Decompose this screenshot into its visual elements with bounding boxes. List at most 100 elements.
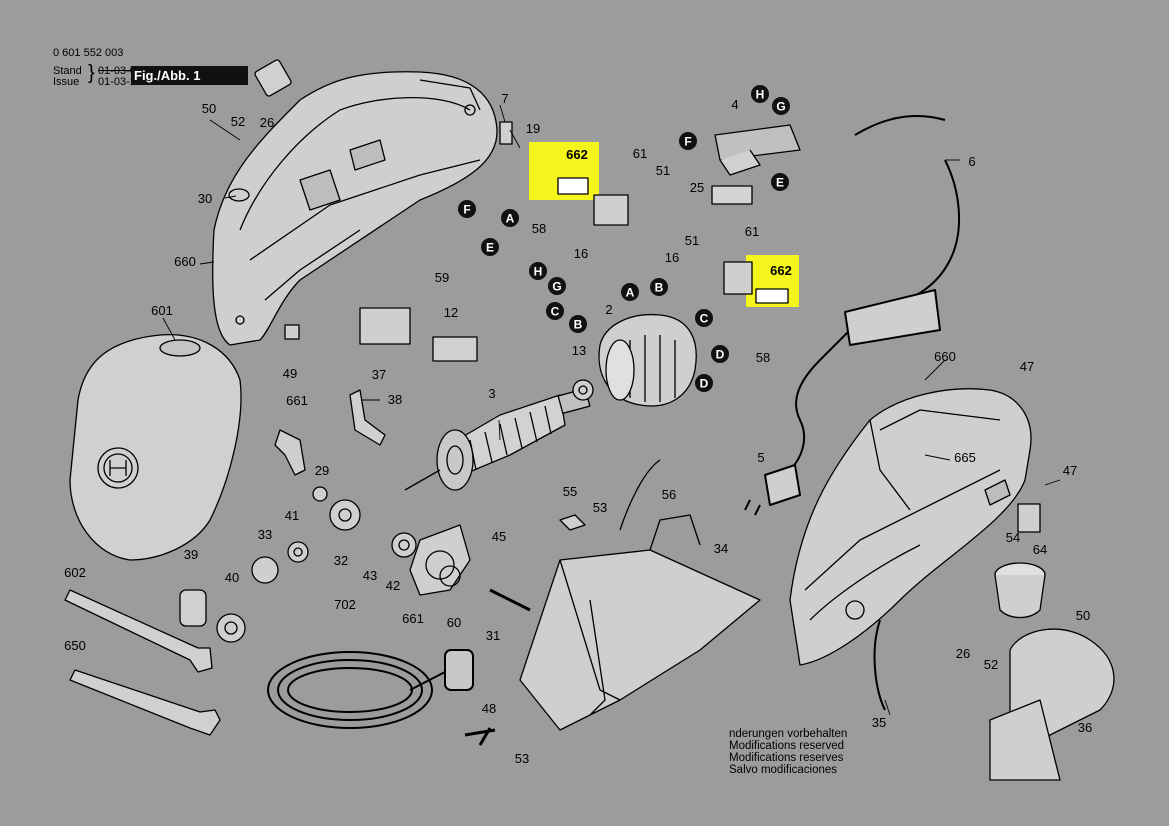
part-number-label: 52 bbox=[984, 657, 998, 672]
power-cable-icon bbox=[744, 114, 960, 516]
part-number-label: 29 bbox=[315, 463, 329, 478]
part-number-label: 52 bbox=[231, 114, 245, 129]
part-number-label: 37 bbox=[372, 367, 386, 382]
part-number-label: 662 bbox=[566, 147, 588, 162]
svg-text:A: A bbox=[626, 286, 635, 300]
svg-text:H: H bbox=[534, 265, 543, 279]
issue-label: Issue bbox=[53, 76, 80, 88]
part-number-label: 49 bbox=[283, 366, 297, 381]
part-number-label: 602 bbox=[64, 565, 86, 580]
part-number-label: 48 bbox=[482, 701, 496, 716]
svg-text:H: H bbox=[756, 88, 765, 102]
callout-letter-a: A bbox=[501, 209, 519, 227]
callout-letter-h: H bbox=[529, 262, 547, 280]
part-number-label: 660 bbox=[934, 349, 956, 364]
part-number-label: 38 bbox=[388, 392, 402, 407]
part-number-label: 40 bbox=[225, 570, 239, 585]
part-number-label: 56 bbox=[662, 487, 676, 502]
part-number-label: 4 bbox=[731, 97, 738, 112]
part-number-label: 32 bbox=[334, 553, 348, 568]
note-line: Modifications reserves bbox=[729, 752, 844, 764]
part-number-label: 16 bbox=[574, 246, 588, 261]
callout-letter-c: C bbox=[695, 309, 713, 327]
svg-text:F: F bbox=[684, 135, 691, 149]
part-number-label: 30 bbox=[198, 191, 212, 206]
brush-icons bbox=[557, 177, 789, 304]
part-number-label: 58 bbox=[756, 350, 770, 365]
part-number-label: 5 bbox=[757, 450, 764, 465]
dust-spout-icon bbox=[989, 628, 1115, 781]
svg-text:A: A bbox=[506, 212, 515, 226]
note-line: Modifications reserved bbox=[729, 740, 845, 752]
callout-letter-g: G bbox=[548, 277, 566, 295]
brace-icon: } bbox=[88, 62, 95, 84]
stator-icon bbox=[598, 313, 697, 407]
part-number-label: 51 bbox=[656, 163, 670, 178]
part-number-label: 661 bbox=[402, 611, 424, 626]
callout-letter-b: B bbox=[650, 278, 668, 296]
part-number-label: 33 bbox=[258, 527, 272, 542]
part-number-label: 64 bbox=[1033, 542, 1047, 557]
callout-letter-f: F bbox=[679, 132, 697, 150]
part-number-label: 661 bbox=[286, 393, 308, 408]
part-number-label: 35 bbox=[872, 715, 886, 730]
stand-label: Stand bbox=[53, 65, 82, 77]
part-number-label: 42 bbox=[386, 578, 400, 593]
callout-letter-e: E bbox=[771, 173, 789, 191]
right-housing-icon bbox=[789, 388, 1032, 666]
callout-letter-b: B bbox=[569, 315, 587, 333]
part-number-label: 43 bbox=[363, 568, 377, 583]
callout-letter-g: G bbox=[772, 97, 790, 115]
part-number-label: 51 bbox=[685, 233, 699, 248]
part-number-label: 660 bbox=[174, 254, 196, 269]
part-number-label: 650 bbox=[64, 638, 86, 653]
part-number-label: 13 bbox=[572, 343, 586, 358]
part-number-label: 39 bbox=[184, 547, 198, 562]
svg-text:D: D bbox=[700, 377, 709, 391]
part-number-label: 3 bbox=[488, 386, 495, 401]
callout-letter-d: D bbox=[695, 374, 713, 392]
part-number-label: 6 bbox=[968, 154, 975, 169]
part-number-label: 58 bbox=[532, 221, 546, 236]
svg-text:E: E bbox=[486, 241, 494, 255]
note-line: Salvo modificaciones bbox=[729, 764, 838, 776]
callout-letter-c: C bbox=[546, 302, 564, 320]
svg-text:B: B bbox=[655, 281, 664, 295]
svg-text:C: C bbox=[700, 312, 709, 326]
part-number-label: 702 bbox=[334, 597, 356, 612]
part-number-label: 61 bbox=[633, 146, 647, 161]
callout-letter-d: D bbox=[711, 345, 729, 363]
part-number-label: 41 bbox=[285, 508, 299, 523]
part-number-label: 60 bbox=[447, 615, 461, 630]
part-number-label: 12 bbox=[444, 305, 458, 320]
svg-text:C: C bbox=[551, 305, 560, 319]
svg-text:F: F bbox=[463, 203, 470, 217]
part-number-label: 61 bbox=[745, 224, 759, 239]
svg-text:B: B bbox=[574, 318, 583, 332]
footer-notes: nderungen vorbehalten Modifications rese… bbox=[729, 728, 847, 776]
part-number-label: 16 bbox=[665, 250, 679, 265]
callout-letter-a: A bbox=[621, 283, 639, 301]
hose-icon bbox=[267, 649, 474, 729]
tank-icon bbox=[69, 334, 242, 561]
callout-letter-f: F bbox=[458, 200, 476, 218]
part-number-label: 25 bbox=[690, 180, 704, 195]
note-line: nderungen vorbehalten bbox=[729, 728, 848, 740]
part-number-label: 662 bbox=[770, 263, 792, 278]
part-number-label: 34 bbox=[714, 541, 728, 556]
part-number-label: 26 bbox=[956, 646, 970, 661]
part-number-label: 665 bbox=[954, 450, 976, 465]
armature-icon bbox=[404, 388, 591, 491]
gear-icons bbox=[179, 379, 594, 643]
figure-label: Fig./Abb. 1 bbox=[131, 66, 248, 85]
callout-letter-h: H bbox=[751, 85, 769, 103]
part-number-label: 55 bbox=[563, 484, 577, 499]
part-number-label: 31 bbox=[486, 628, 500, 643]
part-number-label: 36 bbox=[1078, 720, 1092, 735]
wrench-602-icon bbox=[64, 589, 213, 673]
part-number-label: 45 bbox=[492, 529, 506, 544]
svg-text:G: G bbox=[776, 100, 785, 114]
part-number-label: 59 bbox=[435, 270, 449, 285]
